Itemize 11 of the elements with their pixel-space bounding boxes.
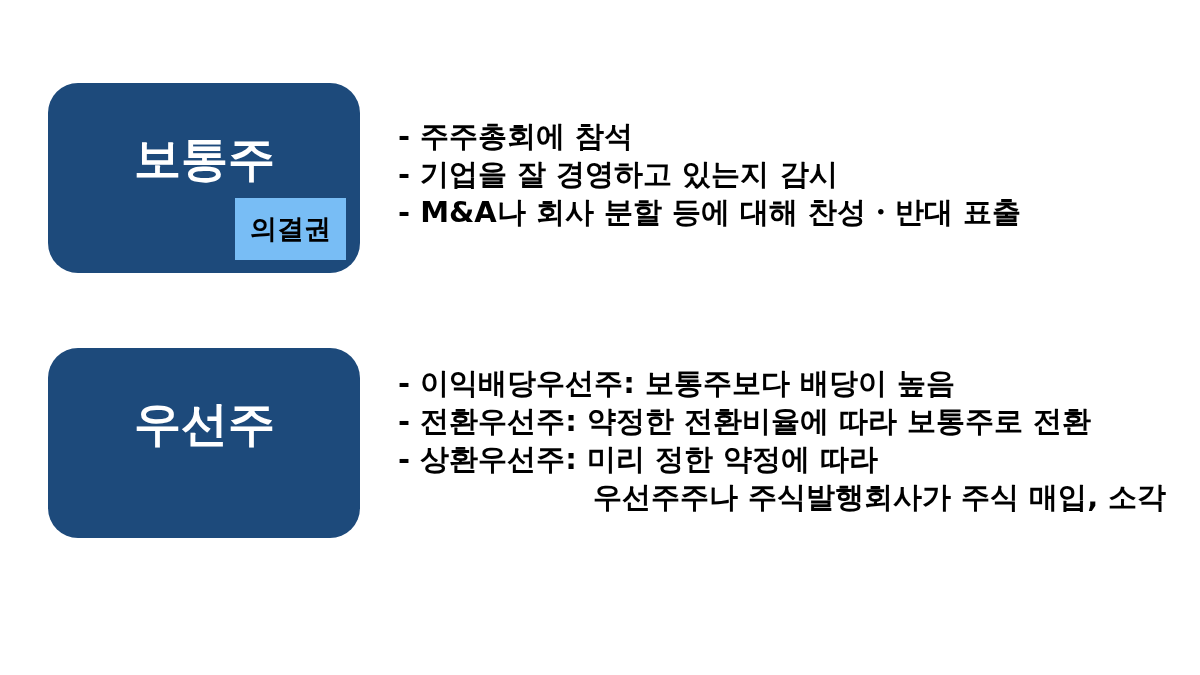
rounded-box xyxy=(48,83,360,273)
bullet-text: - 상환우선주: 미리 정한 약정에 따라 우선주주나 주식발행회사가 주식 매입, 소각 xyxy=(398,441,1168,516)
bullet-text: - M&A나 회사 분할 등에 대해 찬성・반대 표출 xyxy=(398,194,1022,231)
bullet-text: - 전환우선주: 약정한 전환비율에 따라 보통주로 전환 xyxy=(398,403,1092,440)
node-title: 우선주 xyxy=(133,399,275,447)
bullet-text: - 기업을 잘 경영하고 있는지 감시 xyxy=(398,156,838,193)
bullet-text: - 주주총회에 참석 xyxy=(398,118,634,155)
rounded-box xyxy=(48,348,360,538)
label-tag: 의결권 xyxy=(235,198,346,260)
node-title: 보통주 xyxy=(133,134,275,182)
bullet-text: - 이익배당우선주: 보통주보다 배당이 높음 xyxy=(398,365,956,402)
